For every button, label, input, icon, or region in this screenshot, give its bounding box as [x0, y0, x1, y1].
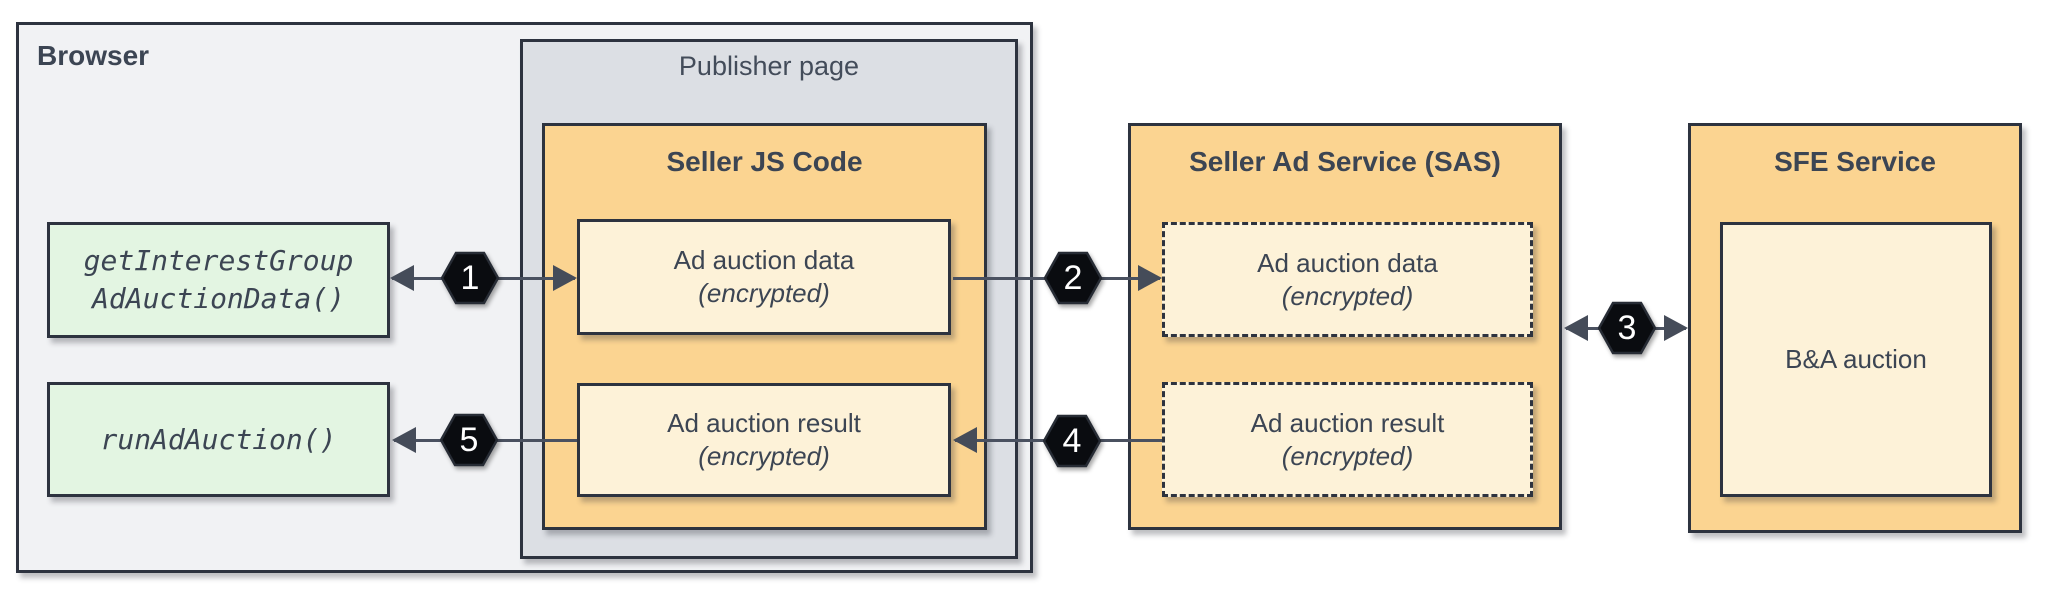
- arrowhead-right-step3: [1664, 315, 1688, 341]
- arrowhead-right-step2: [1138, 265, 1162, 291]
- browser-label: Browser: [37, 40, 150, 71]
- box-title: Ad auction result: [1250, 407, 1445, 438]
- step-number: 5: [459, 421, 479, 459]
- step-4-hexagon-badge: 4: [1043, 414, 1101, 468]
- step-1-hexagon-badge: 1: [441, 251, 499, 305]
- box-title: Ad auction result: [667, 408, 861, 438]
- box-note: (encrypted): [698, 441, 830, 471]
- api-call-line: runAdAuction(): [100, 422, 337, 456]
- sas-ad-auction-data-box: Ad auction data (encrypted): [1162, 222, 1533, 337]
- arrowhead-left-step3: [1564, 315, 1588, 341]
- run-ad-auction-box: runAdAuction(): [47, 382, 390, 497]
- box-note: (encrypted): [698, 278, 830, 308]
- js-ad-auction-data-box: Ad auction data (encrypted): [577, 219, 951, 335]
- step-number: 3: [1617, 309, 1637, 347]
- step-number: 1: [460, 259, 480, 297]
- box-title: B&A auction: [1785, 344, 1927, 374]
- seller-ad-service-label: Seller Ad Service (SAS): [1189, 146, 1501, 177]
- api-call-line: AdAuctionData(): [92, 282, 345, 315]
- ba-auction-box: B&A auction: [1720, 222, 1992, 497]
- seller-js-code-label: Seller JS Code: [666, 146, 863, 177]
- box-note: (encrypted): [1281, 280, 1414, 311]
- step-number: 2: [1063, 259, 1083, 297]
- arrowhead-right-step1: [553, 265, 577, 291]
- step-number: 4: [1062, 422, 1082, 460]
- js-ad-auction-result-box: Ad auction result (encrypted): [577, 383, 951, 497]
- arrowhead-left-step4: [953, 427, 977, 453]
- arrowhead-left-step1: [390, 265, 414, 291]
- box-note: (encrypted): [1281, 440, 1414, 471]
- get-interest-group-ad-auction-data-box: getInterestGroup AdAuctionData(): [47, 222, 390, 338]
- step-5-hexagon-badge: 5: [440, 413, 498, 467]
- sfe-service-label: SFE Service: [1774, 146, 1936, 177]
- step-2-hexagon-badge: 2: [1044, 251, 1102, 305]
- sas-ad-auction-result-box: Ad auction result (encrypted): [1162, 382, 1533, 497]
- api-call-line: getInterestGroup: [83, 244, 354, 277]
- step-3-hexagon-badge: 3: [1598, 301, 1656, 355]
- arrowhead-left-step5: [392, 427, 416, 453]
- publisher-page-label: Publisher page: [678, 51, 860, 81]
- box-title: Ad auction data: [673, 245, 855, 275]
- box-title: Ad auction data: [1257, 247, 1438, 278]
